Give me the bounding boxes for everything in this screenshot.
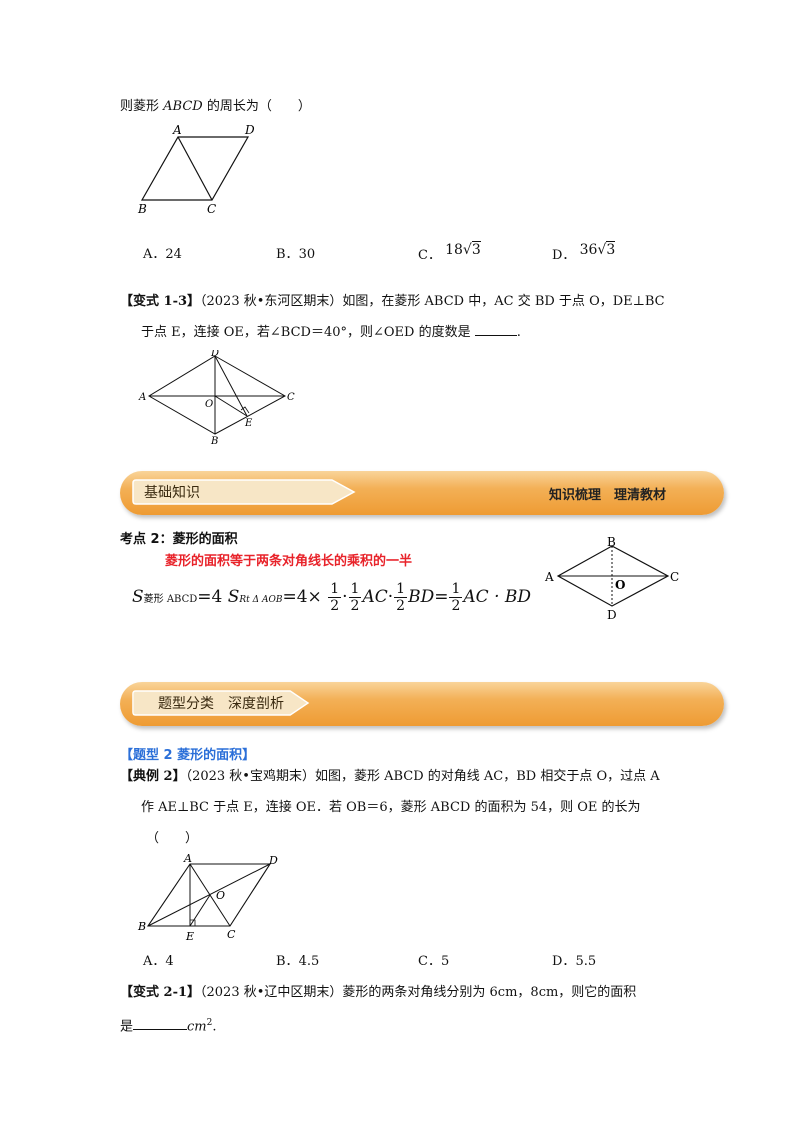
q1-rhombus-figure: A D B C (137, 123, 255, 216)
point2-rule: 菱形的面积等于两条对角线长的乘积的一半 (165, 554, 413, 569)
label-C: C (287, 392, 295, 403)
label-C: C (207, 202, 216, 216)
example2-line2: 作 AE⊥BC 于点 E，连接 OE．若 OB＝6，菱形 ABCD 的面积为 5… (141, 800, 641, 815)
q1-stem: 则菱形 ABCD 的周长为（ ） (120, 99, 311, 114)
section-banner-types: 题型分类 深度剖析 (120, 682, 724, 726)
example2-option-d: D．5.5 (552, 954, 597, 969)
label-E: E (244, 418, 253, 429)
radical-expression: 18√3 (445, 241, 481, 258)
label-B: B (210, 436, 218, 445)
banner-right-label: 知识梳理 理清教材 (548, 488, 666, 503)
v13-rhombus-figure: D A C O E B (138, 350, 295, 445)
q1-option-d: D． 36√3 (552, 241, 616, 263)
label-B: B (137, 202, 147, 216)
q1-option-b: B．30 (276, 247, 316, 262)
section-banner-basics: 基础知识 知识梳理 理清教材 (120, 471, 724, 515)
label-E: E (185, 930, 194, 942)
banner-tag-shape (132, 690, 310, 716)
example2-line1: 【典例 2】（2023 秋•宝鸡期末）如图，菱形 ABCD 的对角线 AC，BD… (120, 769, 660, 784)
example2-rhombus-figure: A D O B E C (137, 852, 278, 942)
answer-blank[interactable] (133, 1029, 188, 1031)
label-A: A (172, 123, 182, 137)
label-C: C (670, 570, 679, 584)
label-O: O (205, 399, 213, 410)
banner-left-label: 基础知识 (144, 485, 200, 501)
example2-option-a: A．4 (143, 954, 174, 969)
label-D: D (244, 123, 255, 137)
label-B: B (607, 536, 616, 549)
label-O: O (615, 578, 625, 592)
label-A: A (183, 852, 192, 865)
example2-option-c: C．5 (418, 954, 450, 969)
type2-heading: 【题型 2 菱形的面积】 (120, 748, 256, 763)
point2-rhombus-figure: B A C O D (544, 536, 679, 622)
q1-option-a: A．24 (143, 247, 182, 262)
banner-tag-shape (132, 479, 356, 505)
radical-expression: 36√3 (579, 241, 616, 258)
variant-1-3-line1: 【变式 1-3】（2023 秋•东河区期末）如图，在菱形 ABCD 中，AC 交… (120, 294, 665, 309)
banner-left-label: 题型分类 深度剖析 (158, 696, 284, 712)
example2-line3: （ ） (146, 831, 199, 846)
point2-title: 考点 2：菱形的面积 (120, 532, 238, 547)
label-C: C (227, 928, 236, 941)
answer-blank[interactable] (474, 335, 517, 336)
variant-2-1-line1: 【变式 2-1】（2023 秋•辽中区期末）菱形的两条对角线分别为 6cm，8c… (120, 985, 637, 1000)
label-D: D (268, 854, 278, 867)
example2-option-b: B．4.5 (276, 954, 320, 969)
label-D: D (210, 350, 219, 359)
label-O: O (216, 889, 225, 902)
label-B: B (137, 920, 146, 933)
label-D: D (607, 608, 617, 622)
q1-option-c: C． 18√3 (418, 241, 481, 263)
label-A: A (544, 570, 554, 584)
variant-1-3-line2: 于点 E，连接 OE，若∠BCD＝40°，则∠OED 的度数是 . (141, 325, 521, 340)
label-A: A (138, 392, 146, 403)
